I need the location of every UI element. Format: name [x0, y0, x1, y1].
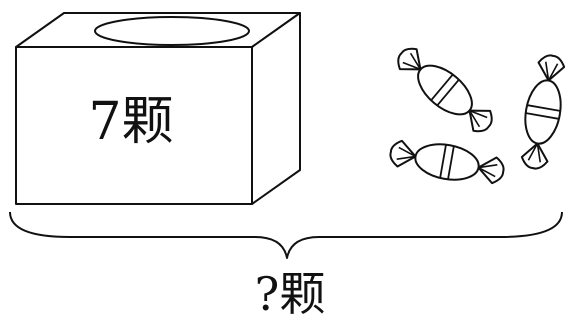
- box-count-label: 7颗: [88, 92, 174, 152]
- total-count-label: ?颗: [254, 267, 326, 321]
- candy-box: [15, 12, 301, 205]
- candy-top-left: [389, 39, 501, 141]
- candy-bottom-left: [386, 134, 508, 190]
- box-opening: [94, 16, 250, 46]
- total-brace: [9, 211, 563, 259]
- box-right-face: [251, 12, 301, 205]
- box-front-face: [15, 46, 253, 205]
- candy-right: [515, 51, 571, 173]
